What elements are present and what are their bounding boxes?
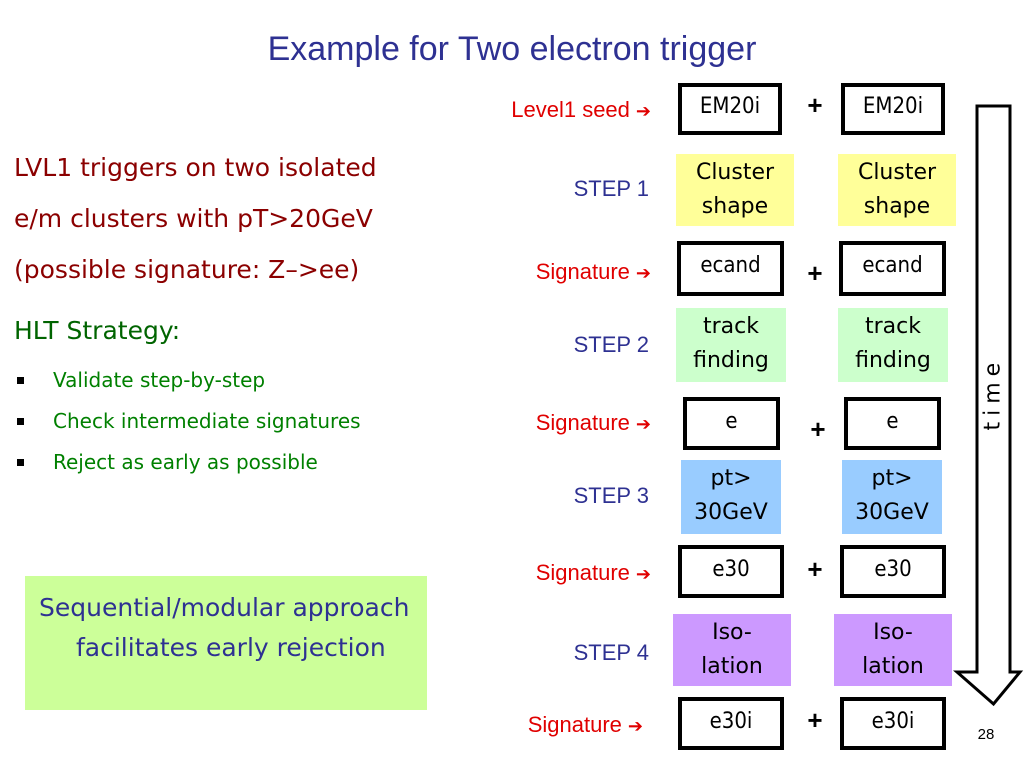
step2-label: STEP 2: [573, 332, 649, 357]
box-line: Iso-: [712, 620, 752, 645]
box-line: pt>: [871, 466, 913, 491]
track-finding-box-left: track finding: [676, 308, 786, 382]
e30-box-right: e30: [840, 545, 946, 598]
intro-line: (possible signature: Z–>ee): [14, 255, 360, 284]
strategy-heading: HLT Strategy:: [14, 316, 181, 345]
box-line: shape: [701, 194, 769, 219]
intro-line: LVL1 triggers on two isolated: [14, 153, 377, 182]
ecand-box-left: ecand: [677, 241, 784, 296]
box-line: Iso-: [873, 620, 913, 645]
strategy-bullet: Validate step-by-step: [14, 364, 361, 405]
signature-label: Signature➔: [536, 410, 651, 436]
box-line: track: [865, 314, 921, 339]
slide-title: Example for Two electron trigger: [267, 30, 757, 68]
step1-label: STEP 1: [573, 176, 649, 201]
signature-label-text: Signature: [535, 560, 630, 585]
e30-box-left: e30: [678, 545, 784, 598]
e30i-box-left: e30i: [678, 697, 784, 750]
plus-sign: +: [807, 90, 823, 120]
signature-label-text: Signature: [535, 410, 630, 435]
note-text: Sequential/modular approach facilitates …: [39, 593, 410, 662]
bullet-square-icon: [17, 418, 24, 425]
intro-line: e/m clusters with pT>20GeV: [14, 204, 373, 233]
box-line: Cluster: [695, 160, 775, 185]
pt-cut-box-right: pt> 30GeV: [842, 460, 942, 534]
intro-text: LVL1 triggers on two isolated e/m cluste…: [14, 142, 484, 295]
em20i-box-right: EM20i: [841, 83, 945, 135]
isolation-box-right: Iso- lation: [834, 614, 952, 686]
e-box-left: e: [683, 397, 780, 450]
box-line: 30GeV: [694, 500, 768, 525]
plus-sign: +: [807, 705, 823, 735]
strategy-bullet-text: Check intermediate signatures: [53, 409, 361, 433]
level1-seed-label-text: Level1 seed: [511, 97, 630, 122]
bullet-square-icon: [17, 377, 24, 384]
step3-label: STEP 3: [573, 483, 649, 508]
box-line: lation: [701, 654, 763, 679]
right-arrow-icon: ➔: [635, 263, 651, 283]
pt-cut-box-left: pt> 30GeV: [681, 460, 781, 534]
step4-label: STEP 4: [573, 640, 649, 665]
track-finding-box-right: track finding: [838, 308, 948, 382]
time-label: time: [980, 356, 1006, 431]
box-line: pt>: [710, 466, 752, 491]
isolation-box-left: Iso- lation: [673, 614, 791, 686]
e30i-box-right: e30i: [840, 697, 946, 750]
e-box-right: e: [844, 397, 941, 450]
right-arrow-icon: ➔: [627, 716, 643, 736]
cluster-shape-box-left: Cluster shape: [676, 154, 794, 226]
right-arrow-icon: ➔: [635, 101, 651, 121]
strategy-bullet: Check intermediate signatures: [14, 405, 361, 446]
signature-label: Signature➔: [536, 560, 651, 586]
box-line: finding: [855, 348, 931, 373]
plus-sign: +: [807, 554, 823, 584]
signature-label: Signature➔: [536, 259, 651, 285]
plus-sign: +: [810, 414, 826, 444]
cluster-shape-box-right: Cluster shape: [838, 154, 956, 226]
strategy-bullet: Reject as early as possible: [14, 446, 361, 487]
strategy-bullet-list: Validate step-by-step Check intermediate…: [14, 364, 361, 487]
box-line: track: [703, 314, 759, 339]
box-line: lation: [862, 654, 924, 679]
strategy-bullet-text: Validate step-by-step: [53, 368, 266, 392]
time-arrow-icon: [953, 104, 1024, 707]
signature-label-text: Signature: [527, 712, 622, 737]
signature-label: Signature➔: [528, 712, 643, 738]
level1-seed-label: Level1 seed➔: [511, 97, 651, 123]
box-line: finding: [693, 348, 769, 373]
right-arrow-icon: ➔: [635, 564, 651, 584]
box-line: 30GeV: [855, 500, 929, 525]
box-line: shape: [863, 194, 931, 219]
note-box: Sequential/modular approach facilitates …: [25, 576, 427, 710]
signature-label-text: Signature: [535, 259, 630, 284]
box-line: Cluster: [857, 160, 937, 185]
bullet-square-icon: [17, 459, 24, 466]
em20i-box-left: EM20i: [678, 83, 782, 135]
strategy-bullet-text: Reject as early as possible: [53, 450, 318, 474]
page-number: 28: [977, 726, 995, 743]
right-arrow-icon: ➔: [635, 414, 651, 434]
plus-sign: +: [807, 258, 823, 288]
ecand-box-right: ecand: [839, 241, 946, 296]
